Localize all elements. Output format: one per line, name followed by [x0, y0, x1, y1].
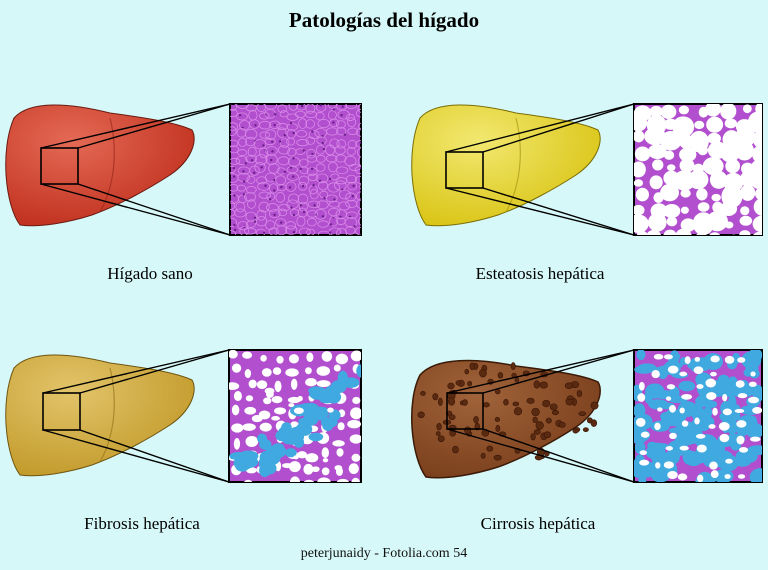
caption-healthy: Hígado sano	[107, 264, 193, 283]
liver-fibrosis	[5, 354, 195, 477]
caption-cirrhosis: Cirrosis hepática	[480, 514, 596, 533]
diagram-title: Patologías del hígado	[288, 8, 480, 32]
panel-cirrhosis	[411, 349, 763, 483]
tissue-healthy	[230, 104, 361, 235]
liver-healthy	[5, 104, 195, 227]
tissue-fatty	[634, 104, 762, 235]
caption-fibrosis: Fibrosis hepática	[84, 514, 200, 533]
caption-fatty: Esteatosis hepática	[475, 264, 605, 283]
liver-fatty	[411, 104, 601, 227]
panel-fatty	[411, 103, 763, 236]
panel-healthy	[5, 103, 362, 236]
panel-fibrosis	[5, 349, 362, 483]
tissue-fibrosis	[229, 350, 361, 482]
image-credit: peterjunaidy - Fotolia.com 54	[300, 546, 468, 561]
tissue-cirrhosis	[634, 350, 762, 482]
